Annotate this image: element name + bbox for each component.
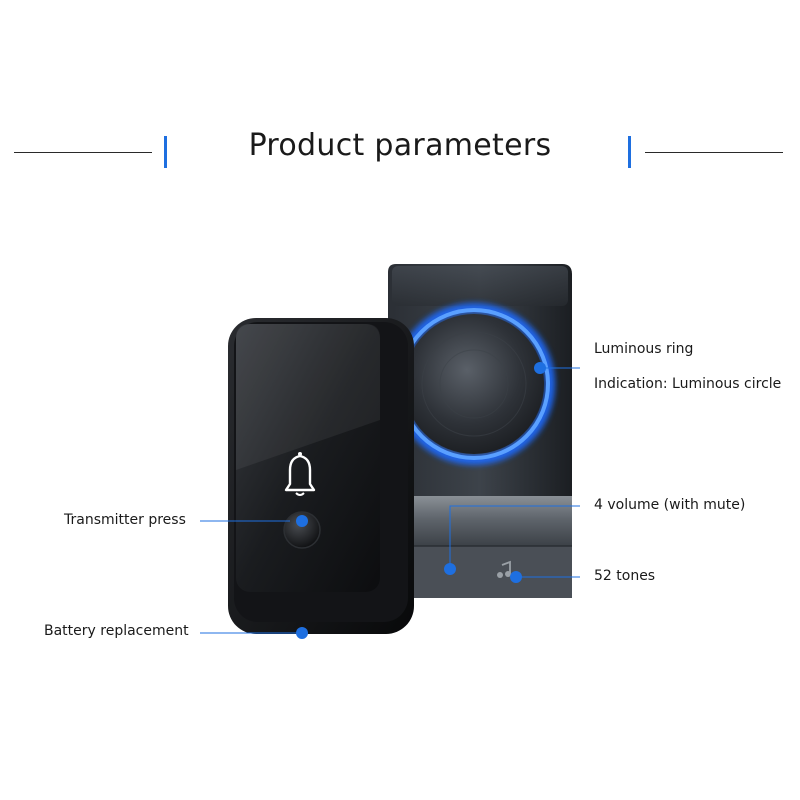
heading-right-rule xyxy=(645,152,783,153)
page-title: Product parameters xyxy=(248,128,552,163)
label-luminous-ring: Luminous ring xyxy=(594,341,694,357)
bell-icon xyxy=(284,452,316,496)
callout-dot-volume xyxy=(444,563,456,575)
label-battery: Battery replacement xyxy=(44,623,189,639)
callout-dot-battery xyxy=(296,627,308,639)
label-transmitter: Transmitter press xyxy=(64,512,186,528)
transmitter-face xyxy=(236,324,380,592)
heading-left-accent-bar xyxy=(164,136,167,168)
label-volume: 4 volume (with mute) xyxy=(594,497,746,513)
label-tones: 52 tones xyxy=(594,568,656,584)
callout-dot-transmitter xyxy=(296,515,308,527)
transmitter-unit xyxy=(228,318,414,634)
heading-right-accent-bar xyxy=(628,136,631,168)
receiver-unit xyxy=(388,264,572,598)
music-note-icon xyxy=(497,560,511,578)
callout-dot-ring xyxy=(534,362,546,374)
heading-left-rule xyxy=(14,152,152,153)
speaker-grille xyxy=(404,314,544,454)
label-indication: Indication: Luminous circle xyxy=(594,376,782,392)
callout-dot-tones xyxy=(510,571,522,583)
transmitter-press-button[interactable] xyxy=(283,511,321,549)
